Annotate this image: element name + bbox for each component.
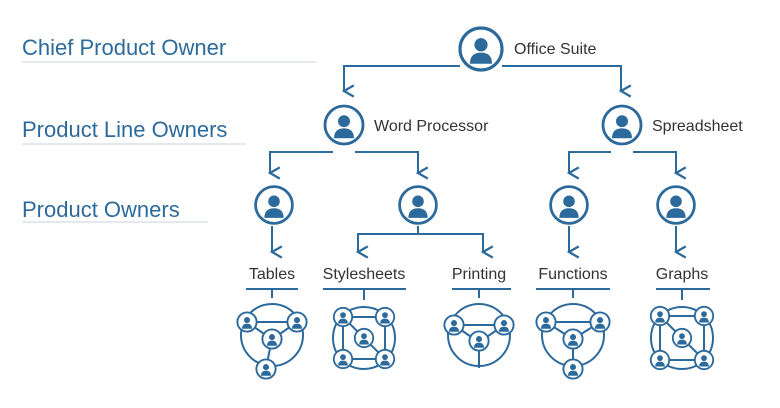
person-icon	[323, 104, 365, 146]
team-triangle-icon	[535, 289, 611, 380]
person-icon	[656, 185, 696, 225]
person-icon	[332, 306, 354, 328]
connector-spreadsheet-to-owner-functions	[566, 151, 611, 180]
level-label-chief-product-owner: Chief Product Owner	[22, 35, 227, 60]
person-icon	[693, 305, 715, 327]
connector-owner-to-team-printing	[418, 233, 494, 259]
person-icon	[535, 311, 557, 333]
product-owner-node	[549, 185, 589, 225]
product-owner-node	[656, 185, 696, 225]
person-icon	[693, 349, 715, 371]
person-icon	[286, 311, 308, 333]
person-icon	[398, 185, 438, 225]
person-icon	[468, 330, 490, 352]
person-icon	[601, 104, 643, 146]
team-label: Graphs	[656, 266, 708, 283]
team-label: Printing	[452, 266, 506, 283]
person-icon	[261, 328, 283, 350]
team-label: Tables	[249, 266, 295, 283]
person-icon	[443, 314, 465, 336]
team-label: Stylesheets	[323, 266, 406, 283]
product-owner-node	[398, 185, 438, 225]
person-icon	[374, 348, 396, 370]
connector-word-processor-to-owner-tables	[267, 151, 333, 180]
person-icon	[589, 311, 611, 333]
root-label: Office Suite	[514, 41, 597, 58]
product-line-node-spreadsheet: Spreadsheet	[601, 104, 743, 146]
person-icon	[671, 327, 693, 349]
person-icon	[332, 348, 354, 370]
product-line-label: Word Processor	[374, 118, 489, 135]
connector-spreadsheet-to-owner-graphs	[633, 151, 687, 180]
level-label-product-line-owners: Product Line Owners	[22, 117, 228, 142]
person-icon	[649, 305, 671, 327]
product-owner-node	[254, 185, 294, 225]
person-icon	[562, 358, 584, 380]
team-triangle-icon	[236, 289, 308, 380]
person-icon	[353, 327, 375, 349]
team-square-icon	[649, 289, 715, 371]
team-label: Functions	[538, 266, 607, 283]
person-icon	[649, 349, 671, 371]
person-icon	[374, 306, 396, 328]
person-icon	[236, 311, 258, 333]
person-icon	[493, 314, 515, 336]
product-line-node-word-processor: Word Processor	[323, 104, 489, 146]
level-label-product-owners: Product Owners	[22, 197, 180, 222]
connector-owner-to-team-stylesheets	[355, 233, 418, 259]
person-icon	[562, 328, 584, 350]
person-icon	[255, 358, 277, 380]
connector-root-to-word-processor	[341, 65, 460, 98]
product-line-label: Spreadsheet	[652, 118, 743, 135]
person-icon	[458, 26, 504, 72]
team-triangle-icon	[443, 289, 515, 368]
team-square-icon	[332, 289, 396, 370]
person-icon	[549, 185, 589, 225]
root-node: Office Suite	[458, 26, 597, 72]
person-icon	[254, 185, 294, 225]
connector-word-processor-to-owner-stylesheets	[355, 151, 429, 180]
connector-root-to-spreadsheet	[502, 65, 632, 98]
